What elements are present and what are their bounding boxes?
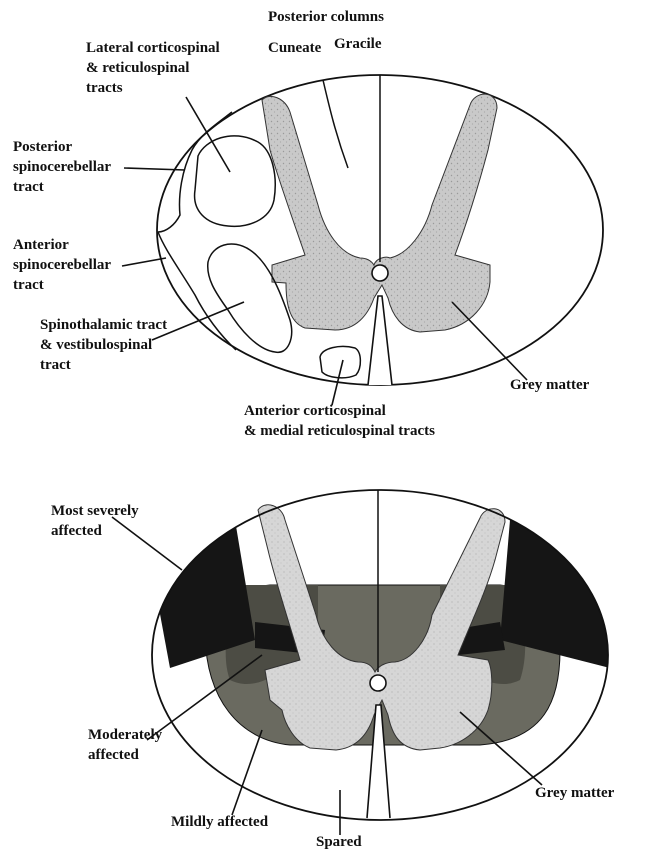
label-grey-matter-bottom: Grey matter (535, 785, 615, 801)
label-posterior-columns: Posterior columns (268, 9, 384, 25)
label-mildly-affected: Mildly affected (171, 814, 269, 830)
label-anterior-spinocerebellar: Anterior spinocerebellar tract (13, 237, 115, 293)
label-anterior-corticospinal: Anterior corticospinal & medial reticulo… (244, 403, 435, 439)
label-posterior-spinocerebellar: Posterior spinocerebellar tract (13, 139, 115, 195)
label-spinothalamic: Spinothalamic tract & vestibulospinal tr… (40, 317, 171, 373)
bottom-central-canal (370, 675, 386, 691)
top-leader-grey-matter (452, 302, 527, 380)
label-gracile: Gracile (334, 36, 382, 52)
top-cord-diagram: Posterior columns Cuneate Gracile Latera… (13, 9, 603, 439)
label-spared: Spared (316, 834, 362, 850)
bottom-cord-diagram: Most severely affected Moderately affect… (51, 490, 615, 850)
top-posterior-spinocerebellar-boundary (158, 112, 232, 232)
label-grey-matter-top: Grey matter (510, 377, 590, 393)
top-spinothalamic-region (208, 244, 292, 352)
top-leader-lateral-corticospinal (186, 97, 230, 172)
bottom-leader-most-severely (112, 517, 182, 570)
top-anterior-fissure (368, 296, 392, 385)
label-cuneate: Cuneate (268, 40, 322, 56)
label-most-severely-affected: Most severely affected (51, 503, 142, 539)
top-central-canal (372, 265, 388, 281)
top-leader-anterior-spinocerebellar (122, 258, 166, 266)
top-lateral-corticospinal-region (195, 136, 276, 226)
top-cuneate-gracile-divider (323, 80, 348, 168)
label-moderately-affected: Moderately affected (88, 727, 166, 763)
label-lateral-corticospinal: Lateral corticospinal & reticulospinal t… (86, 40, 223, 96)
